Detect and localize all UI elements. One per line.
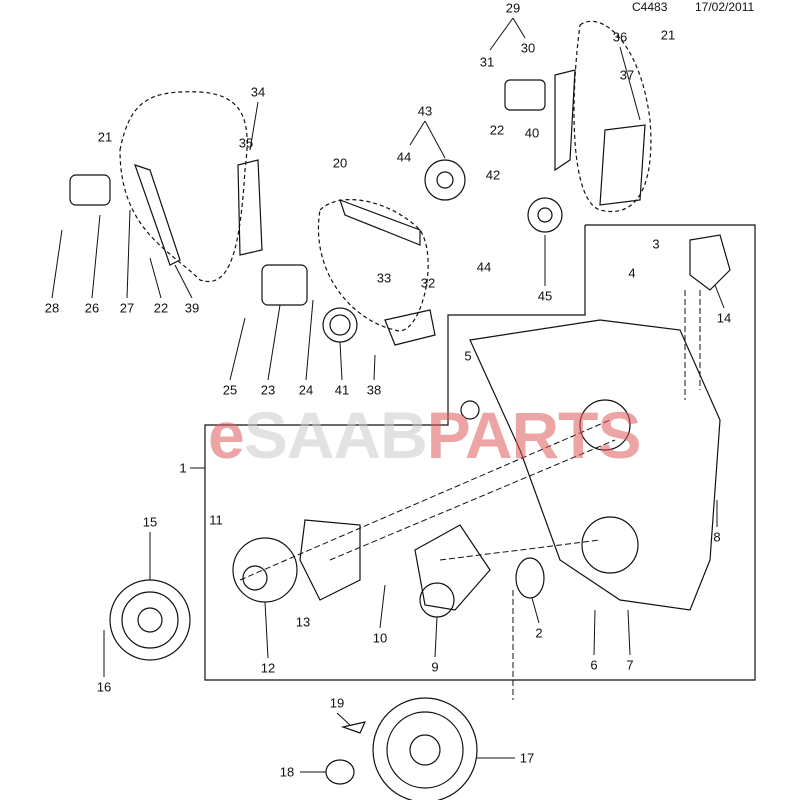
callout-23: 23 — [260, 382, 276, 398]
callout-3: 3 — [652, 236, 660, 252]
guide-40 — [554, 69, 576, 172]
callout-45: 45 — [537, 288, 553, 304]
callout-21: 21 — [97, 129, 113, 145]
callout-43: 43 — [417, 103, 433, 119]
damper-17 — [372, 697, 478, 800]
callout-18: 18 — [279, 764, 295, 780]
seal-5 — [460, 400, 480, 420]
callout-1: 1 — [179, 460, 187, 476]
callout-19: 19 — [329, 695, 345, 711]
callout-42: 42 — [485, 167, 501, 183]
timing-chain-center — [318, 199, 429, 332]
callout-31: 31 — [479, 54, 495, 70]
callout-22: 22 — [153, 300, 169, 316]
seal-2 — [515, 557, 545, 599]
callout-39: 39 — [184, 300, 200, 316]
tensioner-30 — [504, 79, 546, 111]
callout-22: 22 — [489, 122, 505, 138]
watermark: eSAABPARTS — [208, 398, 642, 472]
callout-20: 20 — [332, 155, 348, 171]
tensioner-23 — [261, 264, 308, 306]
callout-27: 27 — [119, 300, 135, 316]
callout-10: 10 — [372, 630, 388, 646]
callout-35: 35 — [238, 135, 254, 151]
callout-6: 6 — [590, 657, 598, 673]
callout-26: 26 — [84, 300, 100, 316]
callout-15: 15 — [142, 514, 158, 530]
callout-28: 28 — [44, 300, 60, 316]
guide-37 — [599, 124, 646, 206]
bolt-18 — [325, 759, 355, 785]
callout-17: 17 — [519, 750, 535, 766]
callout-14: 14 — [716, 310, 732, 326]
guide-34 — [237, 159, 263, 256]
callout-44: 44 — [396, 149, 412, 165]
guide-39 — [134, 164, 181, 266]
gasket-14 — [689, 234, 731, 291]
camshaft-sprocket-43 — [424, 159, 466, 201]
callout-41: 41 — [334, 382, 350, 398]
callout-13: 13 — [295, 614, 311, 630]
tensioner-26 — [69, 174, 111, 206]
belt-tensioner-9 — [414, 524, 491, 611]
front-cover — [469, 319, 721, 611]
timing-chain-left — [119, 91, 248, 283]
callout-29: 29 — [505, 0, 521, 16]
callout-25: 25 — [222, 382, 238, 398]
callout-24: 24 — [298, 382, 314, 398]
callout-37: 37 — [619, 67, 635, 83]
callout-11: 11 — [209, 512, 223, 528]
callout-21: 21 — [660, 27, 676, 43]
callout-5: 5 — [464, 348, 472, 364]
assembly-frame — [204, 224, 756, 681]
callout-12: 12 — [260, 660, 276, 676]
callout-38: 38 — [366, 382, 382, 398]
water-pump-12 — [232, 537, 298, 603]
key-19 — [340, 721, 367, 734]
guide-38 — [384, 309, 436, 346]
callout-4: 4 — [628, 265, 636, 281]
callout-30: 30 — [520, 40, 536, 56]
callout-44: 44 — [476, 259, 492, 275]
guide-32 — [339, 198, 421, 246]
callout-8: 8 — [713, 529, 721, 545]
seal-41 — [322, 307, 358, 343]
callout-9: 9 — [431, 659, 439, 675]
diagram-code: C4483 — [632, 0, 668, 14]
callout-2: 2 — [535, 625, 543, 641]
callout-33: 33 — [376, 270, 392, 286]
callout-16: 16 — [96, 679, 112, 695]
diagram-date: 17/02/2011 — [695, 0, 755, 14]
camshaft-sprocket-45 — [527, 197, 563, 233]
callout-36: 36 — [612, 29, 628, 45]
callout-7: 7 — [626, 657, 634, 673]
callout-32: 32 — [420, 275, 436, 291]
callout-34: 34 — [250, 84, 266, 100]
callout-40: 40 — [524, 125, 540, 141]
